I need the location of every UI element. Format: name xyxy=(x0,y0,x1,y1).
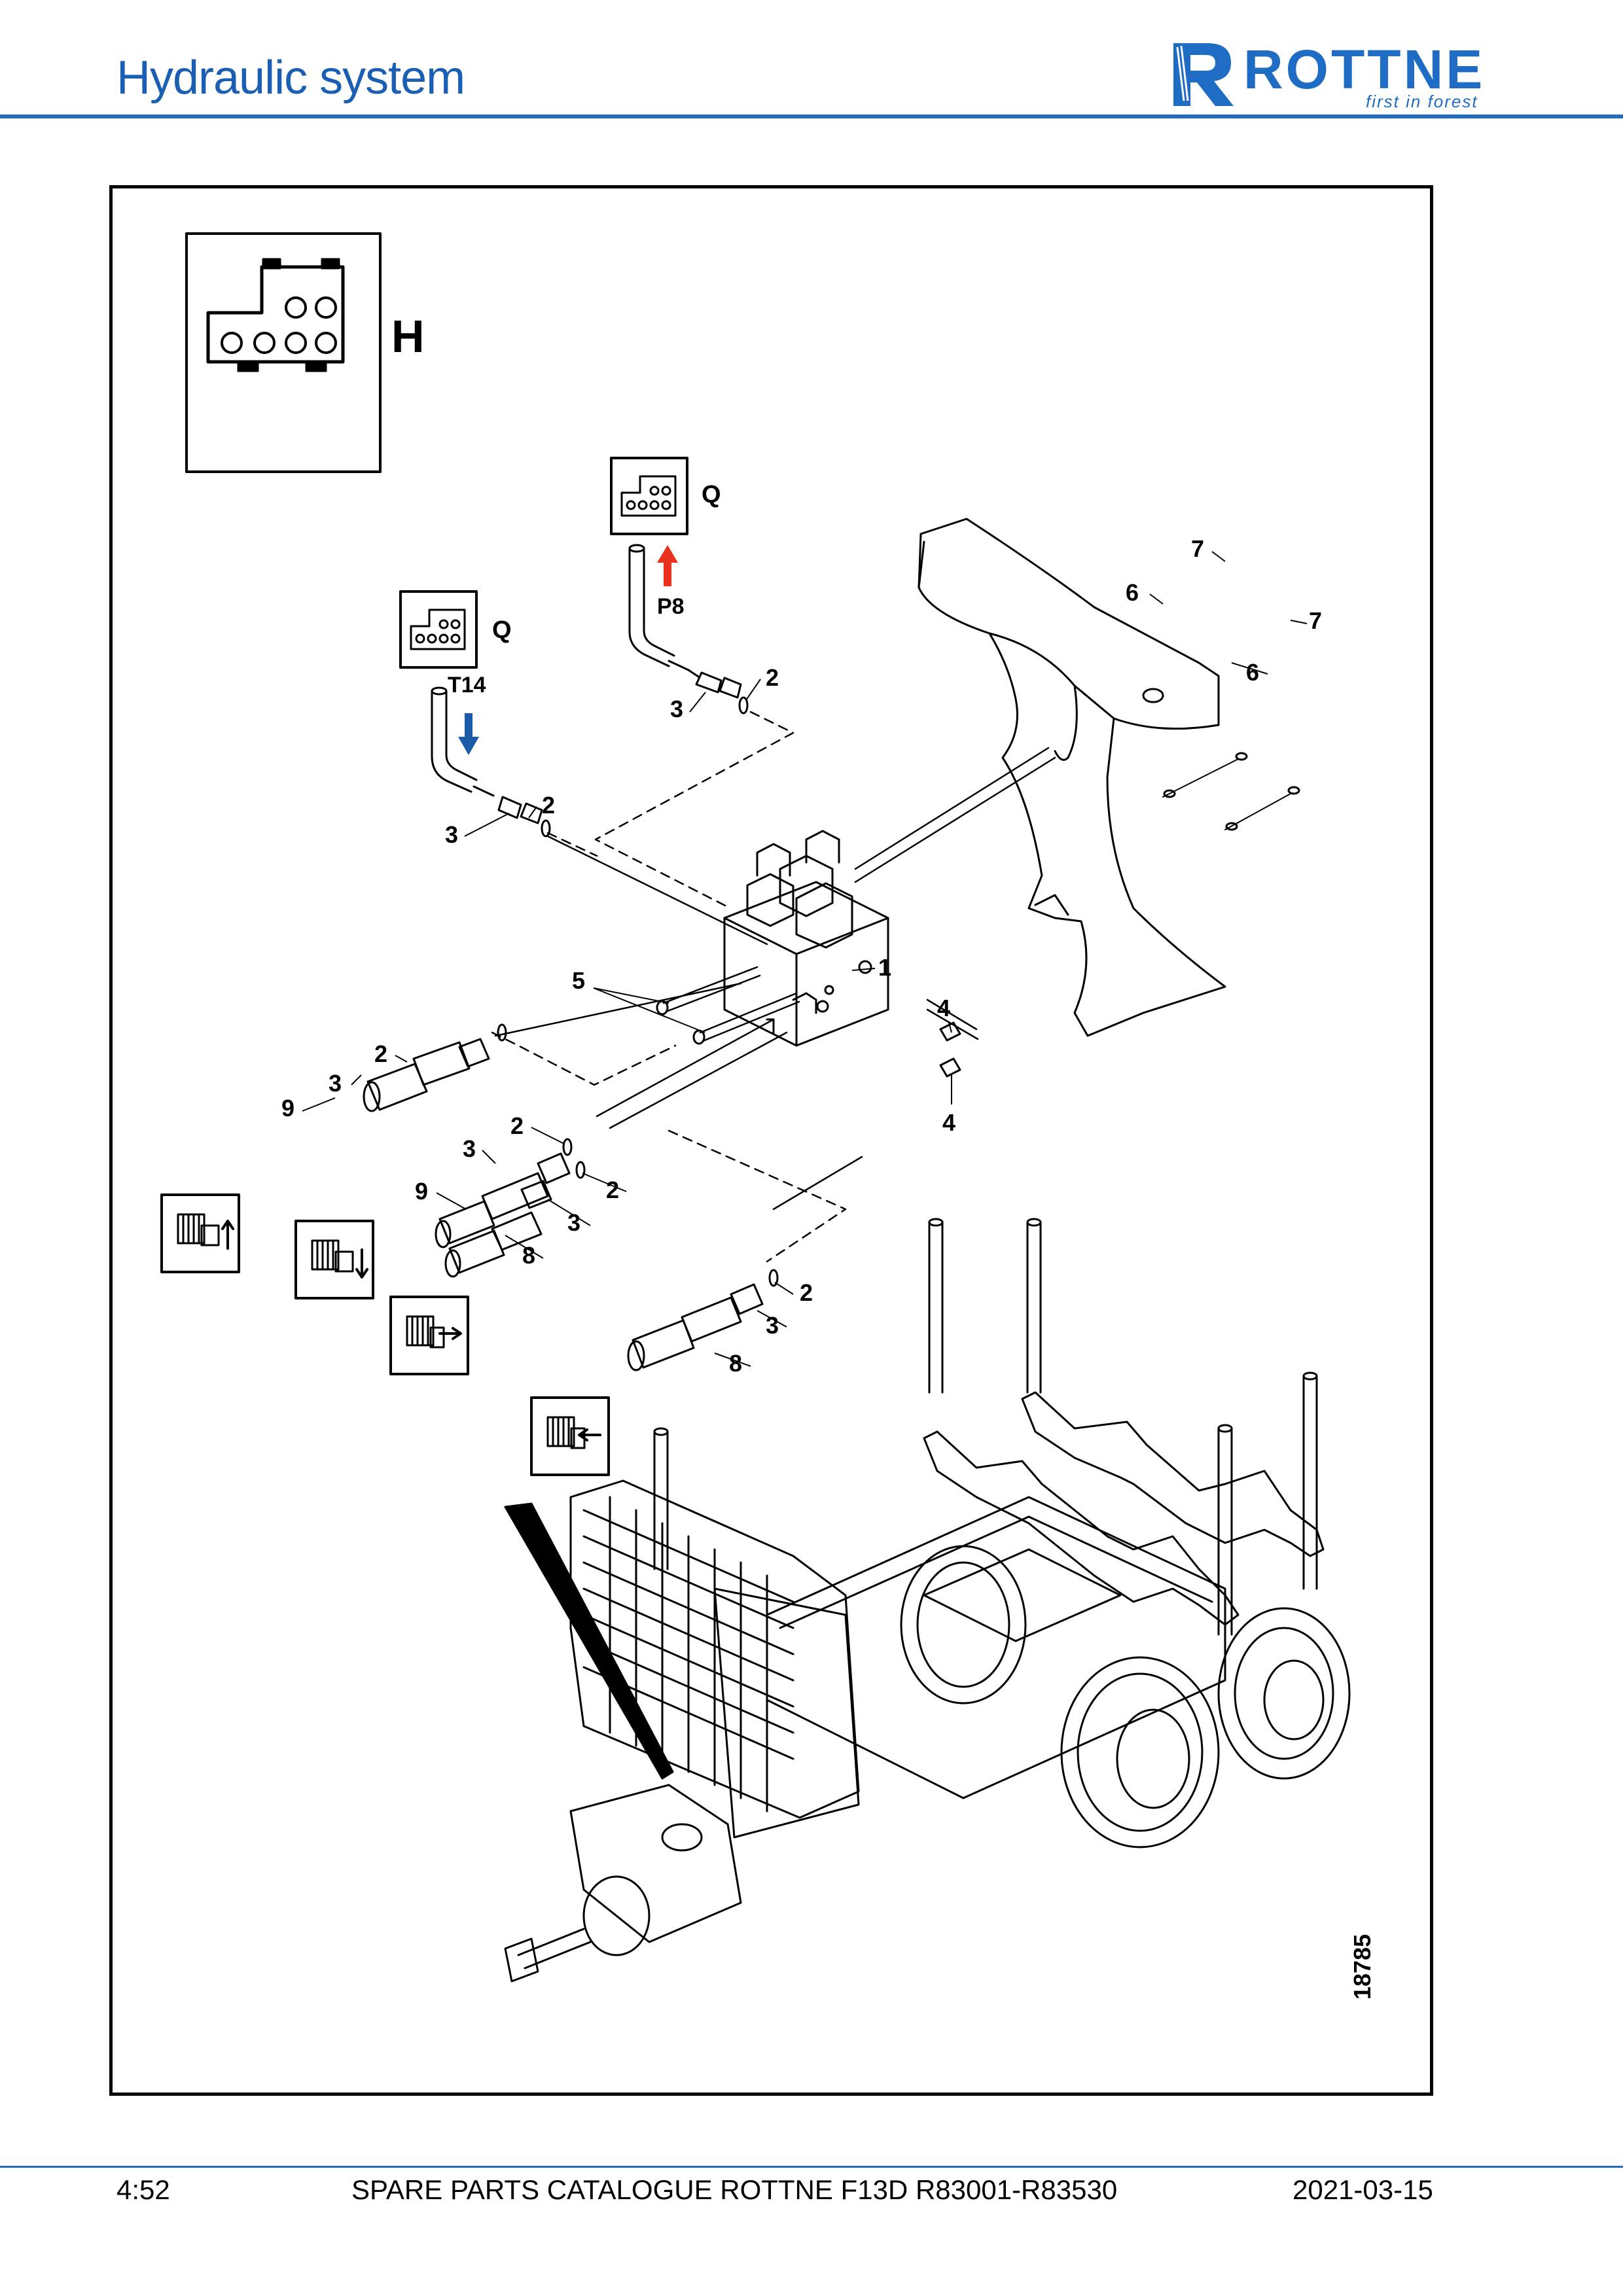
callout-7-upper: 7 xyxy=(1191,535,1204,562)
page-title: Hydraulic system xyxy=(116,52,465,104)
control-icon-down xyxy=(294,1220,374,1299)
footer-divider xyxy=(0,2166,1623,2168)
publication-date: 2021-03-15 xyxy=(1293,2174,1433,2205)
valve-block xyxy=(723,830,889,1047)
hose-p8 xyxy=(628,544,742,699)
pressure-arrow-icon xyxy=(657,545,678,586)
callout-9-center: 9 xyxy=(415,1178,428,1205)
catalogue-title: SPARE PARTS CATALOGUE ROTTNE F13D R83001… xyxy=(351,2174,1118,2205)
connector-label-q-lower: Q xyxy=(492,616,512,644)
exploded-parts-diagram: H Q Q P8 T14 1 2 2 2 2 2 2 3 3 3 3 3 3 4… xyxy=(160,232,1376,2000)
callout-9-left: 9 xyxy=(281,1095,294,1122)
logo-tagline: first in forest xyxy=(1366,92,1478,111)
hydraulic-key-box xyxy=(185,232,382,473)
page-number: 4:52 xyxy=(116,2174,170,2205)
callout-3-left: 3 xyxy=(329,1070,342,1097)
callout-3-upper: 3 xyxy=(670,696,683,722)
connector-q-icon-upper xyxy=(610,457,688,535)
callout-6-upper: 6 xyxy=(1126,579,1139,606)
callout-4-upper: 4 xyxy=(937,995,950,1021)
connector-q-icon-lower xyxy=(399,590,478,669)
frame-bracket xyxy=(918,518,1226,1037)
callout-4-lower: 4 xyxy=(942,1109,955,1136)
callout-2-lower: 2 xyxy=(800,1279,813,1306)
figure-number: 18785 xyxy=(1349,1934,1376,2000)
control-icon-up xyxy=(160,1193,240,1273)
callout-2-center-b: 2 xyxy=(606,1176,619,1203)
washers-6-7 xyxy=(1162,752,1300,831)
callout-8-center: 8 xyxy=(522,1242,535,1269)
connector-label-q-upper: Q xyxy=(702,481,721,508)
control-icon-right xyxy=(389,1296,469,1375)
rottne-r-emblem-icon xyxy=(1173,43,1234,106)
callout-1: 1 xyxy=(878,954,891,981)
callout-3-lower: 3 xyxy=(766,1312,779,1339)
callout-6-lower: 6 xyxy=(1246,659,1259,686)
rottne-logo: ROTTNE first in forest xyxy=(1168,38,1515,111)
callout-3-mid: 3 xyxy=(445,821,458,848)
figure-frame xyxy=(109,185,1433,2096)
callout-3-center-b: 3 xyxy=(567,1209,580,1236)
callout-2-left: 2 xyxy=(374,1040,387,1067)
callout-2-center-a: 2 xyxy=(510,1112,524,1139)
forwarder-trailer-illustration xyxy=(504,1218,1351,1983)
callout-5: 5 xyxy=(572,967,585,994)
logo-wordmark: ROTTNE xyxy=(1243,39,1486,100)
callout-2-upper: 2 xyxy=(766,664,779,691)
return-arrow-icon xyxy=(458,713,479,755)
callout-2-mid: 2 xyxy=(542,792,555,819)
port-label-p8: P8 xyxy=(657,594,685,619)
control-icon-left xyxy=(530,1396,610,1476)
header-divider xyxy=(0,115,1623,118)
key-letter-h: H xyxy=(391,311,425,362)
hose-t14 xyxy=(431,686,543,824)
callout-3-center-a: 3 xyxy=(463,1135,476,1162)
callout-8-lower: 8 xyxy=(729,1350,742,1377)
callout-7-lower: 7 xyxy=(1309,607,1322,634)
port-label-t14: T14 xyxy=(448,673,486,698)
